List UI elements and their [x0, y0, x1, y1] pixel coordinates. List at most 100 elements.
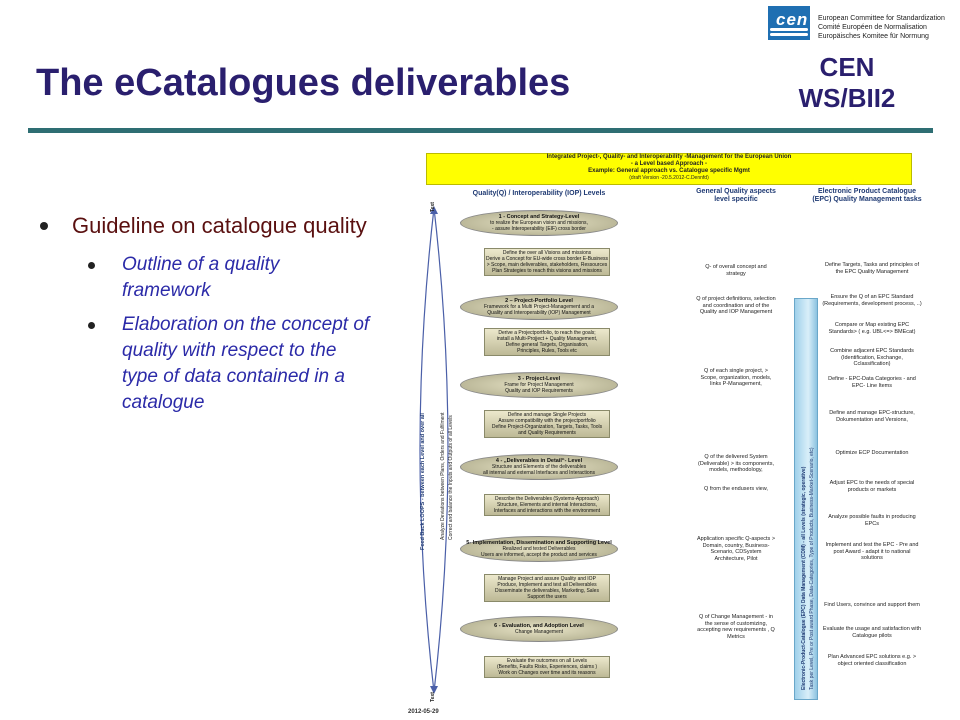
quality-aspect-note: Q of Change Management - in the sense of…: [697, 614, 775, 640]
epc-task-note: Combine adjacent EPC Standards (Identifi…: [830, 348, 914, 367]
level-title: 6 - Evaluation, and Adoption Level: [494, 623, 584, 629]
task-line: (Benefits, Faults Risks, Experiences, cl…: [496, 664, 598, 670]
level-title: 3 - Project-Level: [517, 376, 561, 382]
column-title-epc-tasks: Electronic Product Catalogue (EPC) Quali…: [812, 188, 922, 203]
task-line: Produce, Implement and test all Delivera…: [497, 582, 597, 588]
text-label-top: Text: [430, 202, 436, 212]
quality-aspect-note: Q of each single project, > Scope, organ…: [700, 368, 772, 387]
badge-line-2: WS/BII2: [798, 83, 896, 113]
level-line: - assure Interoperability (EIF) cross bo…: [492, 226, 586, 232]
quality-aspect-note: Application specific Q-aspects > Domain,…: [696, 536, 776, 562]
bullet-sub-1: Outline of a quality framework: [40, 252, 370, 304]
workshop-badge: CEN WS/BII2: [772, 52, 922, 114]
task-line: and Quality Requirements: [518, 430, 576, 436]
organization-name: European Committee for Standardization C…: [818, 14, 945, 41]
epc-data-management-bar: [794, 298, 818, 700]
epc-task-note: Define - EPC-Data Categories - and EPC- …: [828, 376, 916, 389]
level-line: Quality and IOP Requirements: [505, 388, 573, 394]
level-line: Realized and tested Deliverables: [502, 546, 576, 552]
task-line: Structure, Elements and internal Interac…: [496, 502, 598, 508]
task-line: Define and manage Single Projects: [507, 412, 587, 418]
level-oval: 3 - Project-Level Frame for Project Mana…: [460, 372, 618, 398]
task-box: Define the over all Visions and missions…: [484, 248, 610, 276]
badge-line-1: CEN: [819, 52, 875, 82]
level-oval: 5- Implementation, Dissemination and Sup…: [460, 536, 618, 562]
level-title: 1 - Concept and Strategy-Level: [498, 214, 580, 220]
level-line: Framework for a Multi Project-Management…: [483, 304, 595, 310]
diagram-date: 2012-05-29: [408, 709, 439, 715]
level-line: Users are informed, accept the product a…: [481, 552, 597, 558]
level-title: 5- Implementation, Dissemination and Sup…: [466, 540, 612, 546]
task-line: Describe the Deliverables (Systems-Appro…: [495, 496, 599, 502]
epc-task-note: Optimize ECP Documentation: [835, 450, 909, 456]
epc-bar-label-2: Task per Level, Pre or Post award Phase,…: [809, 447, 815, 690]
level-oval: 4 - „Deliverables in Detail“- Level Stru…: [460, 454, 618, 480]
diagram-header-line-1: Integrated Project-, Quality- and Intero…: [546, 154, 792, 160]
task-line: Disseminate the deliverables, Marketing,…: [495, 588, 599, 594]
task-box: Define and manage Single Projects Assure…: [484, 410, 610, 438]
feedback-loop-arrows: [419, 206, 449, 694]
level-line: Change Management: [514, 629, 564, 635]
bullet-list: Guideline on catalogue quality Outline o…: [40, 212, 370, 424]
level-line: Frame for Project Management: [504, 382, 574, 388]
column-title-levels: Quality(Q) / Interoperability (IOP) Leve…: [472, 190, 606, 197]
quality-aspect-note: Q of the delivered System (Deliverable) …: [698, 454, 774, 473]
task-line: Derive a Projectportfolio, to reach the …: [498, 330, 596, 336]
task-line: > Scope, main deliverables, stakeholders…: [486, 262, 608, 268]
cen-logo-text: cen: [776, 10, 809, 29]
diagram-header-line-3: Example: General approach vs. Catalogue …: [588, 168, 750, 174]
level-oval: 2 – Project-Portfolio Level Framework fo…: [460, 294, 618, 320]
bullet-sub-2: Elaboration on the concept of quality wi…: [40, 312, 370, 416]
task-line: Evaluate the outcomes on all Levels: [506, 658, 588, 664]
epc-task-note: Ensure the Q of an EPC Standard (Require…: [822, 294, 922, 307]
epc-task-note: Implement and test the EPC - Pre and pos…: [825, 542, 919, 561]
org-line-en: European Committee for Standardization: [818, 15, 945, 22]
task-line: Define Project-Organization, Targets, Ta…: [491, 424, 603, 430]
slide-title: The eCatalogues deliverables: [36, 62, 571, 104]
task-box: Describe the Deliverables (Systems-Appro…: [484, 494, 610, 516]
diagram-header: Integrated Project-, Quality- and Intero…: [426, 153, 912, 185]
epc-task-note: Define and manage EPC-structure, Dokumen…: [829, 410, 915, 423]
task-line: Derive a Concept for EU-wide cross borde…: [486, 256, 608, 262]
task-line: Manage Project and assure Quality and IO…: [498, 576, 596, 582]
level-title: 2 – Project-Portfolio Level: [505, 298, 573, 304]
epc-task-note: Compare or Map existing EPC Standards> (…: [828, 322, 916, 335]
task-line: Plan Strategies to reach this visions an…: [492, 268, 602, 274]
org-line-de: Europäisches Komitee für Normung: [818, 33, 929, 40]
org-line-fr: Comité Européen de Normalisation: [818, 24, 927, 31]
level-title: 4 - „Deliverables in Detail“- Level: [495, 458, 583, 464]
column-title-quality-aspects: General Quality aspects level specific: [696, 188, 776, 203]
task-box: Evaluate the outcomes on all Levels (Ben…: [484, 656, 610, 678]
bullet-main: Guideline on catalogue quality: [40, 212, 370, 240]
level-line: Quality and Interoperability (IOP) Manag…: [487, 310, 591, 316]
epc-task-note: Define Targets, Tasks and principles of …: [825, 262, 919, 275]
level-line: Structure and Elements of the deliverabl…: [491, 464, 587, 470]
loop-sub-label-2: Correct and balance the Inputs and Outpu…: [448, 415, 454, 540]
text-label-bottom: Text: [430, 692, 436, 702]
quality-aspect-note: Q from the endusers view,: [704, 486, 768, 492]
epc-bar-label-1: Electronic-Product-Catalogue (EPC) Data …: [801, 466, 807, 690]
epc-task-note: Plan Advanced EPC solutions e.g. > objec…: [827, 654, 917, 667]
loop-sub-label-1: Analyze Deviations between Plans, Orders…: [440, 412, 446, 540]
task-line: Support the users: [527, 594, 567, 600]
cen-logo: cen: [768, 6, 810, 40]
task-line: install a Multi-Projject + Quality Manag…: [496, 336, 598, 342]
feedback-loop-label: Feed Back LOOPS - between each Level and…: [420, 413, 426, 550]
task-line: Work on Changes over time and its reason…: [498, 670, 596, 676]
task-line: Principles, Rules, Tools etc: [517, 348, 577, 354]
quality-aspect-note: Q of project definitions, selection and …: [696, 296, 776, 315]
level-line: all internal and external Interfaces and…: [482, 470, 595, 476]
level-line: to realize the European vision and missi…: [490, 220, 588, 226]
epc-task-note: Analyze possible faults in producing EPC…: [828, 514, 916, 527]
epc-task-note: Evaluate the usage and satisfaction with…: [822, 626, 922, 639]
diagram-header-line-2: - a Level based Approach -: [630, 161, 708, 167]
level-oval: 6 - Evaluation, and Adoption Level Chang…: [460, 616, 618, 642]
epc-task-note: Find Users, convince and support them: [824, 602, 920, 608]
task-line: Assure compatibility with the projectpor…: [498, 418, 596, 424]
task-box: Manage Project and assure Quality and IO…: [484, 574, 610, 602]
quality-aspect-note: Q- of overall concept and strategy: [705, 264, 767, 277]
title-divider: [28, 128, 933, 133]
task-line: Define the over all Visions and missions: [502, 250, 592, 256]
epc-task-note: Adjust EPC to the needs of special produ…: [829, 480, 915, 493]
task-line: Define general Targets, Organisation,: [505, 342, 589, 348]
